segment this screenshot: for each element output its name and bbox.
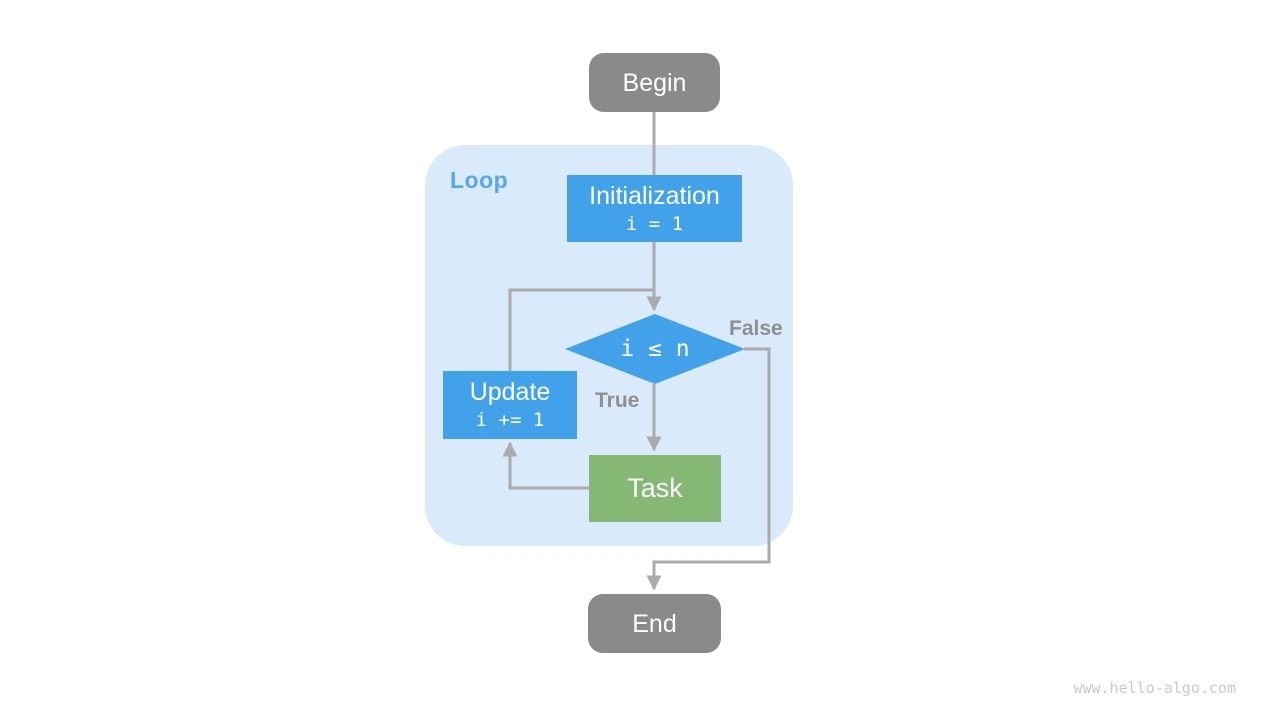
branch-label-true: True [595, 389, 640, 412]
node-begin-label: Begin [622, 68, 687, 97]
node-initialization: Initialization i = 1 [567, 175, 742, 242]
edge-condition-false-to-end [646, 347, 771, 591]
node-update-label: Update [469, 378, 551, 407]
node-initialization-label: Initialization [589, 181, 720, 210]
branch-label-false: False [729, 317, 783, 340]
node-update-code: i += 1 [475, 409, 545, 432]
node-condition-label: i ≤ n [620, 336, 690, 362]
edge-task-to-update [502, 441, 589, 490]
node-begin: Begin [589, 53, 720, 112]
node-task: Task [589, 455, 721, 522]
node-task-label: Task [627, 473, 683, 504]
watermark-text: www.hello-algo.com [1073, 679, 1236, 697]
edge-update-loopback [508, 288, 654, 371]
node-initialization-code: i = 1 [625, 212, 684, 235]
loop-container-label: Loop [450, 167, 509, 193]
node-end: End [588, 594, 721, 653]
node-update: Update i += 1 [443, 371, 577, 439]
node-end-label: End [632, 609, 677, 638]
